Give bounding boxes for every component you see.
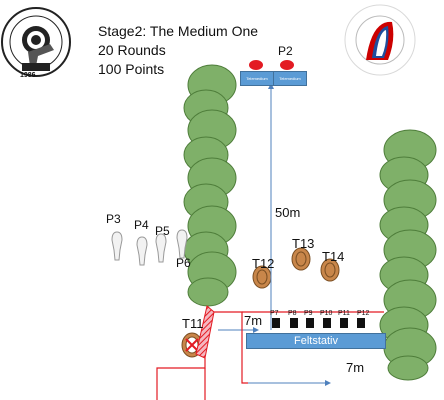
stand-left: Telemedium [240,71,274,86]
fault-lines [156,311,384,400]
p11-label: P11 [338,310,350,317]
top-steel-targets [249,60,294,70]
distance-7m-left-label: 7m [244,313,263,328]
distance-7m-bottom-label: 7m [346,360,365,375]
p10-label: P10 [320,310,333,317]
feltstativ-rack: Feltstativ [246,333,386,349]
federation-logo [344,4,416,76]
popper-plates [272,318,365,328]
tactical-targets [252,247,340,289]
tree-column-right [379,129,437,381]
t14-label: T14 [322,249,345,264]
t12-label: T12 [252,256,275,271]
p8-label: P8 [288,310,297,317]
p9-label: P9 [304,310,313,317]
club-logo [1,7,71,77]
p2-label: P2 [278,44,293,58]
rounds-text: 20 Rounds [98,42,166,58]
stage-info: Stage2: The Medium One 20 Rounds 100 Poi… [98,22,258,79]
p3-label: P3 [106,212,121,226]
stage-title: Stage2: The Medium One [98,23,259,39]
p12-label: P12 [357,310,370,317]
p6-label: P6 [176,256,191,270]
t11-label: T11 [182,316,204,331]
stand-right: Telemedium [273,71,307,86]
distance-50m-label: 50m [275,205,301,220]
p4-label: P4 [134,218,149,232]
club-logo-year: 1986 [20,72,36,79]
points-text: 100 Points [98,61,165,77]
p7-label: P7 [270,310,279,317]
paper-targets [111,229,188,266]
t11-target [181,332,203,358]
t13-label: T13 [292,236,315,251]
tree-column-left [183,64,237,307]
hatched-wall [195,305,215,359]
p5-label: P5 [155,224,170,238]
